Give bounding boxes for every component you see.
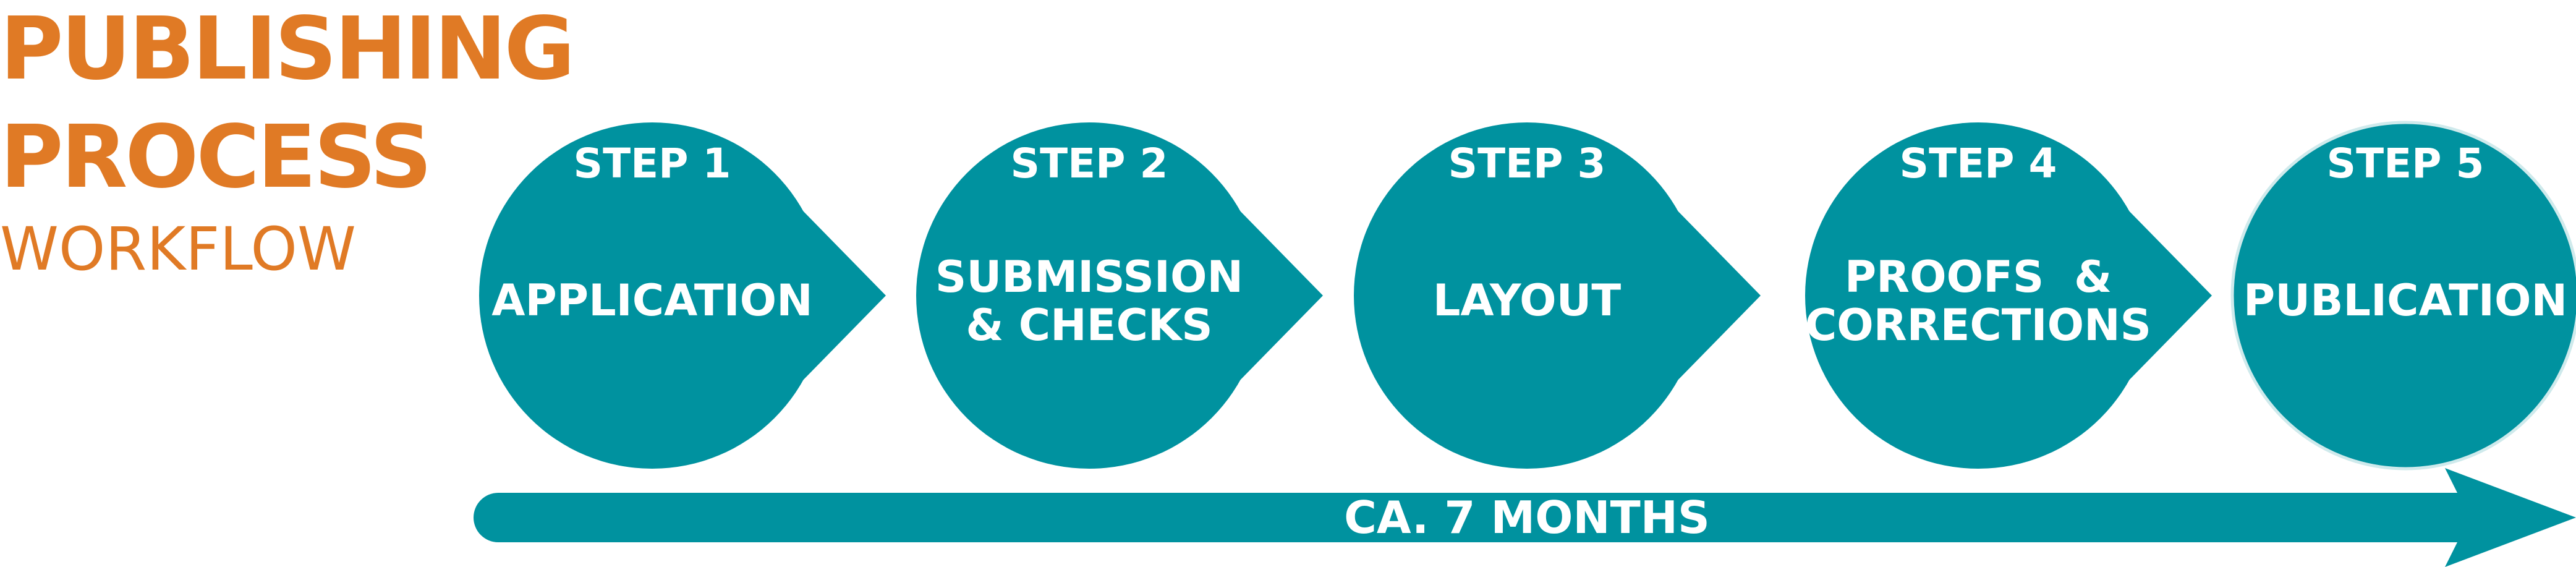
step-4-name-line: PROOFS & xyxy=(1845,252,2112,302)
step-4-circle xyxy=(1805,122,2151,469)
step-4-label: STEP 4 xyxy=(1900,140,2057,187)
timeline-arrow xyxy=(474,468,2576,567)
step-5-circle xyxy=(2230,121,2576,471)
step-2-circle xyxy=(916,122,1262,469)
step-4: STEP 4 PROOFS &CORRECTIONS xyxy=(1805,122,2212,469)
step-2: STEP 2 SUBMISSION& CHECKS xyxy=(916,122,1323,469)
step-5-label: STEP 5 xyxy=(2327,140,2485,187)
timeline-label: CA. 7 MONTHS xyxy=(1344,492,1710,544)
steps-layer: STEP 1 APPLICATION STEP 2 SUBMISSION& CHECK… xyxy=(479,121,2576,471)
step-2-label: STEP 2 xyxy=(1011,140,1168,187)
timeline: CA. 7 MONTHS xyxy=(474,468,2576,567)
step-3: STEP 3 LAYOUT xyxy=(1354,122,1761,469)
step-5: STEP 5 PUBLICATION xyxy=(2230,121,2576,471)
title-line-1: PUBLISHING xyxy=(0,0,575,100)
subtitle: WORKFLOW xyxy=(0,215,356,284)
step-5-name-line: PUBLICATION xyxy=(2243,275,2567,326)
step-1-name-line: APPLICATION xyxy=(491,275,812,326)
step-3-circle xyxy=(1354,122,1700,469)
step-1-label: STEP 1 xyxy=(574,140,731,187)
step-1: STEP 1 APPLICATION xyxy=(479,122,886,469)
step-1-circle xyxy=(479,122,825,469)
step-3-name-line: LAYOUT xyxy=(1433,275,1622,326)
title-line-2: PROCESS xyxy=(0,107,432,208)
step-3-label: STEP 3 xyxy=(1448,140,1606,187)
step-2-name-line: SUBMISSION xyxy=(935,252,1243,302)
step-4-name-line: CORRECTIONS xyxy=(1805,300,2151,351)
step-2-name-line: & CHECKS xyxy=(966,300,1212,351)
